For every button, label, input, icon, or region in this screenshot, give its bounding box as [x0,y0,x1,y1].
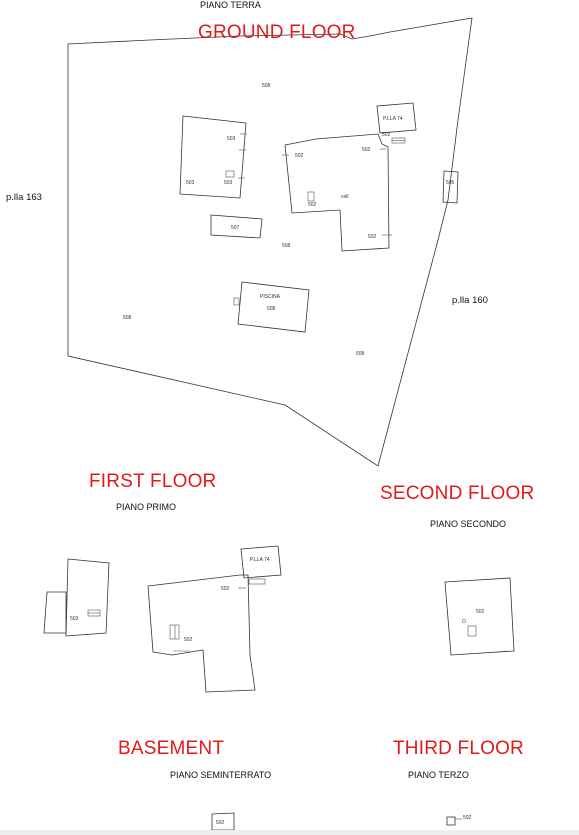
ground-main-502-e: 502 [368,234,377,240]
third-unit [446,816,456,826]
ground-lot-left-number: 508 [123,315,132,321]
ground-block-503-number: 503 [227,136,236,142]
ground-main-502-d: 502 [308,202,317,208]
first-main-502-a: 502 [221,586,230,592]
bottom-strip [0,830,579,835]
first-annex-label: P.LLA 74 [250,557,270,563]
parcel-west-label: p.lla 163 [6,192,42,203]
third-floor-subtitle: PIANO TERZO [408,770,469,780]
basement-title: BASEMENT [118,738,225,759]
ground-lot-outline [67,17,473,467]
parcel-east-label: p.lla 160 [452,295,488,306]
ground-block-507 [210,214,263,239]
ground-block-503-left-number: 503 [186,180,195,186]
ground-main-502-c: 502 [382,132,391,138]
ground-lot-center-number: 508 [282,243,291,249]
ground-annex-label: P.LLA 74 [383,116,403,122]
basement-unit-502: 502 [216,820,225,826]
ground-block-505-number: 505 [446,180,455,186]
first-left-wing [43,591,67,634]
ground-main-502-b: 502 [362,147,371,153]
first-floor-title: FIRST FLOOR [89,471,217,492]
ground-block-503-stair [225,170,235,178]
second-floor-title: SECOND FLOOR [380,483,535,504]
ground-lot-bottom-number: 508 [356,351,365,357]
second-unit [444,577,515,656]
third-unit-502: 502 [463,815,472,821]
first-annex-74 [240,545,282,579]
ground-pool-label: PISCINA [260,294,281,300]
first-left-503-number: 503 [70,616,79,622]
ground-block-503 [179,115,247,199]
ground-block-505 [442,170,459,204]
ground-annex-74 [376,102,417,134]
first-floor-subtitle: PIANO PRIMO [116,502,177,512]
ground-floor-subtitle: PIANO TERRA [200,0,261,10]
ground-pool-number: 508 [267,306,276,312]
basement-subtitle: PIANO SEMINTERRATO [170,770,272,780]
ground-block-507-number: 507 [231,225,240,231]
first-main-502-b: 502 [184,637,193,643]
second-floor-subtitle: PIANO SECONDO [430,519,507,529]
ground-block-503-lower-number: 503 [224,180,233,186]
ground-lot-top-number: 508 [262,83,271,89]
ground-pool [237,281,310,333]
first-left-block [65,558,110,637]
second-unit-502: 502 [476,609,485,615]
ground-main-building [284,133,390,252]
third-floor-title: THIRD FLOOR [393,738,524,759]
first-main-building [147,574,256,693]
ground-main-502-a: 502 [295,153,304,159]
ground-main-cell-label: cell [341,194,349,200]
ground-floor-title: GROUND FLOOR [198,22,356,43]
